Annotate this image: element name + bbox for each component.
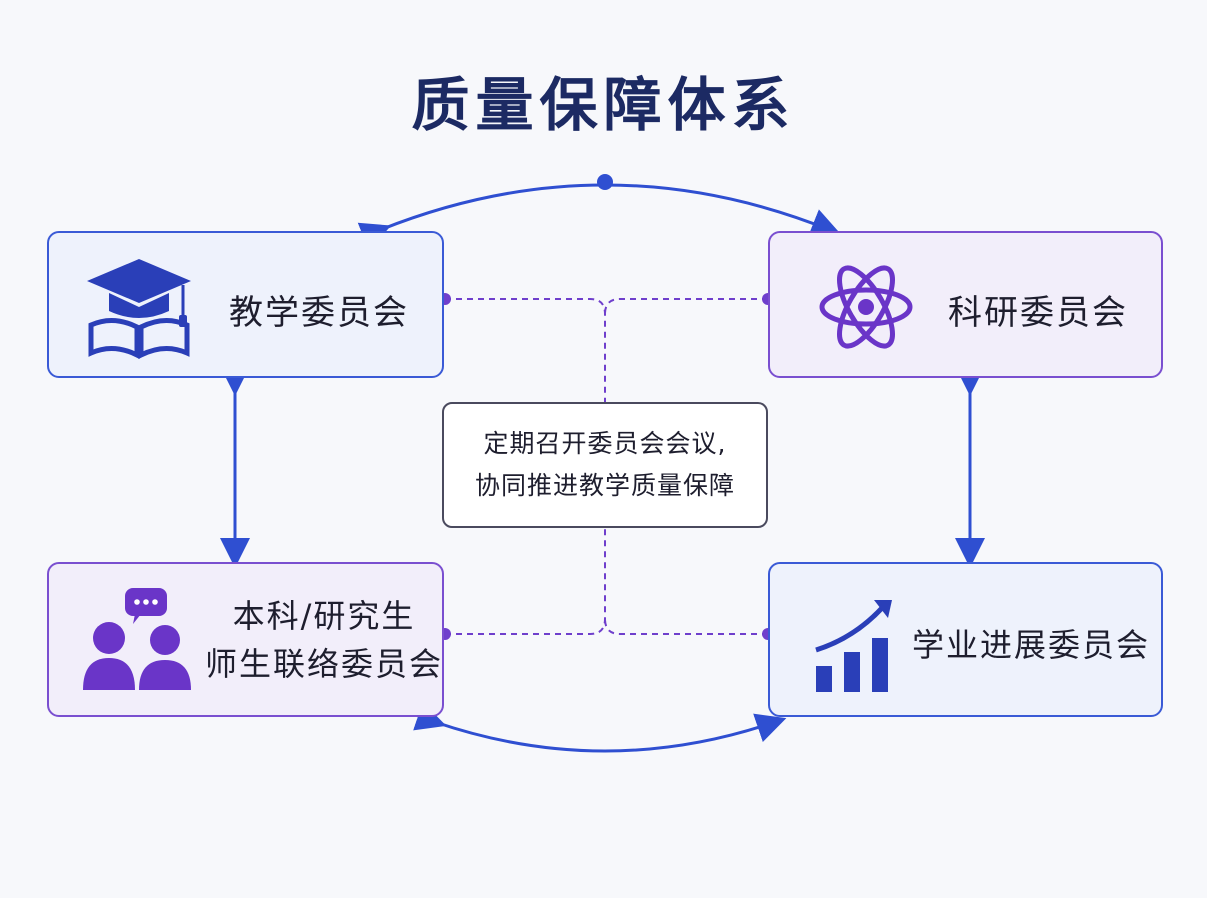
teaching-committee-label: 教学委员会 [229, 293, 409, 333]
teaching-committee-box: 教学委员会 [47, 231, 444, 378]
atom-icon [818, 257, 914, 361]
liaison-label-line2: 师生联络委员会 [205, 645, 444, 683]
liaison-committee-box: 本科/研究生 师生联络委员会 [47, 562, 444, 717]
center-note-line1: 定期召开委员会会议, [483, 429, 727, 458]
graduation-cap-icon [83, 255, 195, 363]
research-committee-box: 科研委员会 [768, 231, 1163, 378]
top-arc-connector [357, 183, 842, 251]
liaison-committee-label: 本科/研究生 师生联络委员会 [205, 592, 443, 688]
progress-committee-box: 学业进展委员会 [768, 562, 1163, 717]
bar-chart-growth-icon [814, 598, 894, 698]
dashed-center-connectors [445, 298, 768, 635]
progress-committee-label: 学业进展委员会 [912, 626, 1151, 664]
center-note-line2: 协同推进教学质量保障 [474, 471, 735, 500]
bottom-arc-connector [413, 701, 787, 753]
liaison-label-line1: 本科/研究生 [232, 597, 416, 635]
research-committee-label: 科研委员会 [948, 293, 1128, 333]
people-chat-icon [79, 586, 195, 696]
center-note-box: 定期召开委员会会议, 协同推进教学质量保障 [442, 402, 768, 528]
page-title: 质量保障体系 [411, 71, 796, 139]
top-arc-node-dot [597, 174, 613, 190]
